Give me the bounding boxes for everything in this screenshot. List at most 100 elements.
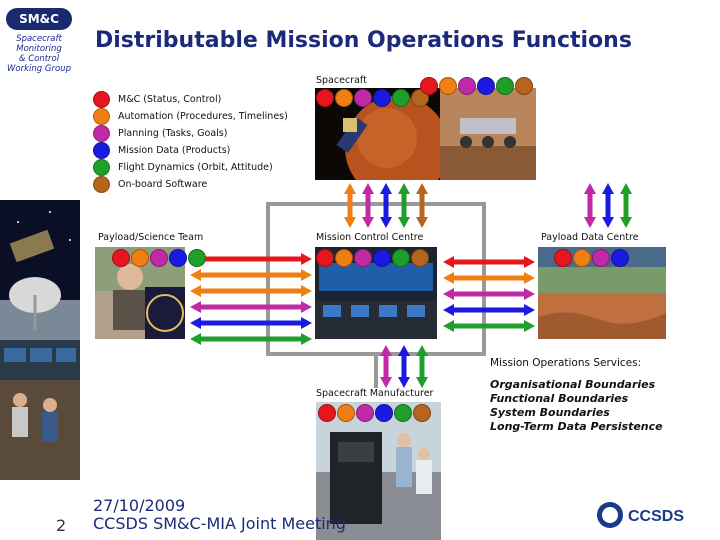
footer: 27/10/2009 CCSDS SM&C-MIA Joint Meeting xyxy=(93,497,346,533)
double-arrow xyxy=(443,272,535,284)
footer-date: 27/10/2009 xyxy=(93,497,346,515)
function-dot xyxy=(337,404,355,422)
legend-label: Mission Data (Products) xyxy=(118,145,230,156)
function-dot xyxy=(356,404,374,422)
double-arrow xyxy=(398,345,410,388)
services-list: Organisational Boundaries Functional Bou… xyxy=(490,378,663,434)
payload-team-dots xyxy=(112,249,206,267)
function-dot xyxy=(515,77,533,95)
double-arrow xyxy=(190,285,312,297)
function-dot xyxy=(150,249,168,267)
double-arrow xyxy=(602,183,614,228)
ccsds-logo: CCSDS xyxy=(596,500,708,530)
function-dot xyxy=(439,77,457,95)
legend-label: On-board Software xyxy=(118,179,207,190)
manufacturer-label: Spacecraft Manufacturer xyxy=(316,388,433,399)
mcc-dots xyxy=(316,249,429,267)
function-dot xyxy=(373,249,391,267)
function-dot xyxy=(354,89,372,107)
service-item: System Boundaries xyxy=(490,406,663,420)
function-dot xyxy=(477,77,495,95)
legend-row: Mission Data (Products) xyxy=(93,142,230,158)
rover-photo xyxy=(440,88,536,180)
function-dot xyxy=(411,249,429,267)
mcc-label: Mission Control Centre xyxy=(316,232,423,243)
service-item: Functional Boundaries xyxy=(490,392,663,406)
function-dot xyxy=(112,249,130,267)
sidebar-photo-collage xyxy=(0,200,80,480)
double-arrow xyxy=(190,253,312,265)
function-dot xyxy=(316,89,334,107)
double-arrow xyxy=(584,183,596,228)
double-arrow xyxy=(190,301,312,313)
pdc-label: Payload Data Centre xyxy=(541,232,639,243)
double-arrow xyxy=(190,269,312,281)
payload-team-label: Payload/Science Team xyxy=(98,232,203,243)
double-arrow xyxy=(190,317,312,329)
rover-dots xyxy=(420,77,533,95)
legend-row: On-board Software xyxy=(93,176,207,192)
function-dot xyxy=(335,249,353,267)
working-group-label: Spacecraft Monitoring & Control Working … xyxy=(2,34,76,74)
function-dot xyxy=(573,249,591,267)
sidebar: SM&C Spacecraft Monitoring & Control Wor… xyxy=(0,0,80,540)
legend-label: Flight Dynamics (Orbit, Attitude) xyxy=(118,162,273,173)
legend-dot xyxy=(93,159,110,176)
double-arrow xyxy=(190,333,312,345)
function-dot xyxy=(318,404,336,422)
function-dot xyxy=(496,77,514,95)
function-dot xyxy=(373,89,391,107)
service-item: Organisational Boundaries xyxy=(490,378,663,392)
legend-dot xyxy=(93,91,110,108)
double-arrow xyxy=(443,256,535,268)
function-dot xyxy=(394,404,412,422)
ccsds-logo-text: CCSDS xyxy=(628,508,684,525)
service-item: Long-Term Data Persistence xyxy=(490,420,663,434)
double-arrow xyxy=(416,183,428,228)
function-dot xyxy=(420,77,438,95)
double-arrow xyxy=(380,345,392,388)
function-dot xyxy=(611,249,629,267)
function-dot xyxy=(169,249,187,267)
double-arrow xyxy=(362,183,374,228)
legend-dot xyxy=(93,125,110,142)
function-dot xyxy=(335,89,353,107)
double-arrow xyxy=(620,183,632,228)
legend-dot xyxy=(93,142,110,159)
legend-row: M&C (Status, Control) xyxy=(93,91,221,107)
legend-label: Planning (Tasks, Goals) xyxy=(118,128,227,139)
page-title: Distributable Mission Operations Functio… xyxy=(95,28,632,53)
services-heading: Mission Operations Services: xyxy=(490,357,641,369)
function-dot xyxy=(316,249,334,267)
function-dot xyxy=(392,89,410,107)
double-arrow xyxy=(416,345,428,388)
function-dot xyxy=(131,249,149,267)
legend-row: Flight Dynamics (Orbit, Attitude) xyxy=(93,159,273,175)
spacecraft-label: Spacecraft xyxy=(316,75,367,86)
double-arrow xyxy=(398,183,410,228)
pdc-dots xyxy=(554,249,629,267)
legend-row: Planning (Tasks, Goals) xyxy=(93,125,227,141)
function-dot xyxy=(458,77,476,95)
spacecraft-dots xyxy=(316,89,429,107)
function-dot xyxy=(413,404,431,422)
legend-label: Automation (Procedures, Timelines) xyxy=(118,111,288,122)
legend-row: Automation (Procedures, Timelines) xyxy=(93,108,288,124)
legend-dot xyxy=(93,108,110,125)
function-dot xyxy=(554,249,572,267)
page-number: 2 xyxy=(56,516,66,535)
double-arrow xyxy=(443,304,535,316)
function-dot xyxy=(188,249,206,267)
double-arrow xyxy=(344,183,356,228)
legend-label: M&C (Status, Control) xyxy=(118,94,221,105)
function-dot xyxy=(592,249,610,267)
function-dot xyxy=(392,249,410,267)
manufacturer-dots xyxy=(318,404,431,422)
function-dot xyxy=(354,249,372,267)
double-arrow xyxy=(380,183,392,228)
function-dot xyxy=(375,404,393,422)
double-arrow xyxy=(443,288,535,300)
smc-logo: SM&C xyxy=(6,8,72,30)
footer-meeting: CCSDS SM&C-MIA Joint Meeting xyxy=(93,515,346,533)
double-arrow xyxy=(443,320,535,332)
